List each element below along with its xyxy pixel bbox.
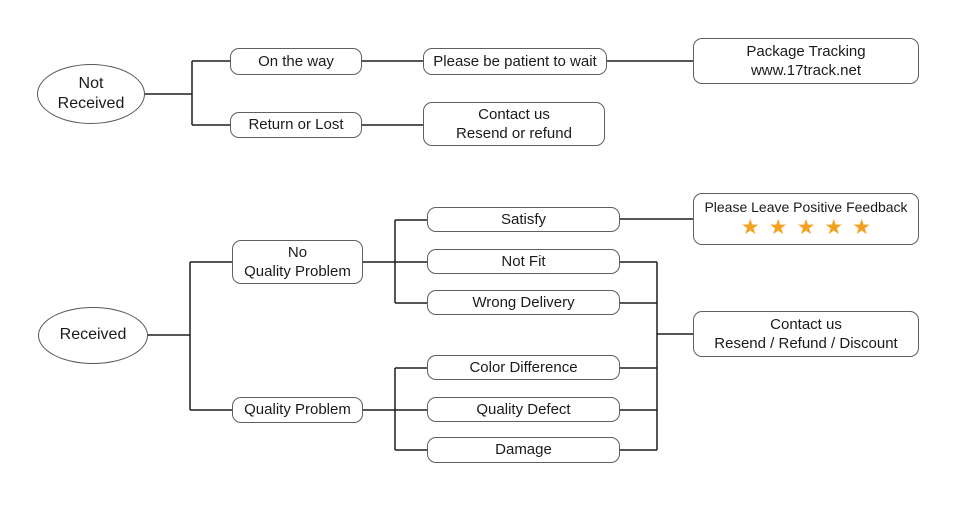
- star-icon: ★: [768, 215, 788, 240]
- node-please-be-patient: Please be patient to wait: [423, 48, 607, 75]
- node-quality-defect: Quality Defect: [427, 397, 620, 422]
- node-not-fit: Not Fit: [427, 249, 620, 274]
- start-ellipse-received: Received: [38, 307, 148, 364]
- star-icon: ★: [852, 215, 872, 240]
- star-icon: ★: [824, 215, 844, 240]
- positive-feedback-label: Please Leave Positive Feedback: [704, 198, 908, 215]
- star-icon: ★: [740, 215, 760, 240]
- node-contact-resend-refund-discount: Contact us Resend / Refund / Discount: [693, 311, 919, 357]
- node-satisfy: Satisfy: [427, 207, 620, 232]
- edges-received-branch: [147, 218, 693, 451]
- node-damage: Damage: [427, 437, 620, 463]
- star-rating: ★ ★ ★ ★ ★: [741, 217, 871, 238]
- node-color-difference: Color Difference: [427, 355, 620, 380]
- node-contact-resend-refund: Contact us Resend or refund: [423, 102, 605, 146]
- edges-not-received-branch: [144, 60, 693, 126]
- node-return-or-lost: Return or Lost: [230, 112, 362, 138]
- node-wrong-delivery: Wrong Delivery: [427, 290, 620, 315]
- node-on-the-way: On the way: [230, 48, 362, 75]
- start-ellipse-not-received: Not Received: [37, 64, 145, 124]
- node-no-quality-problem: No Quality Problem: [232, 240, 363, 284]
- node-positive-feedback: Please Leave Positive Feedback ★ ★ ★ ★ ★: [693, 193, 919, 245]
- node-package-tracking: Package Tracking www.17track.net: [693, 38, 919, 84]
- star-icon: ★: [796, 215, 816, 240]
- node-quality-problem: Quality Problem: [232, 397, 363, 423]
